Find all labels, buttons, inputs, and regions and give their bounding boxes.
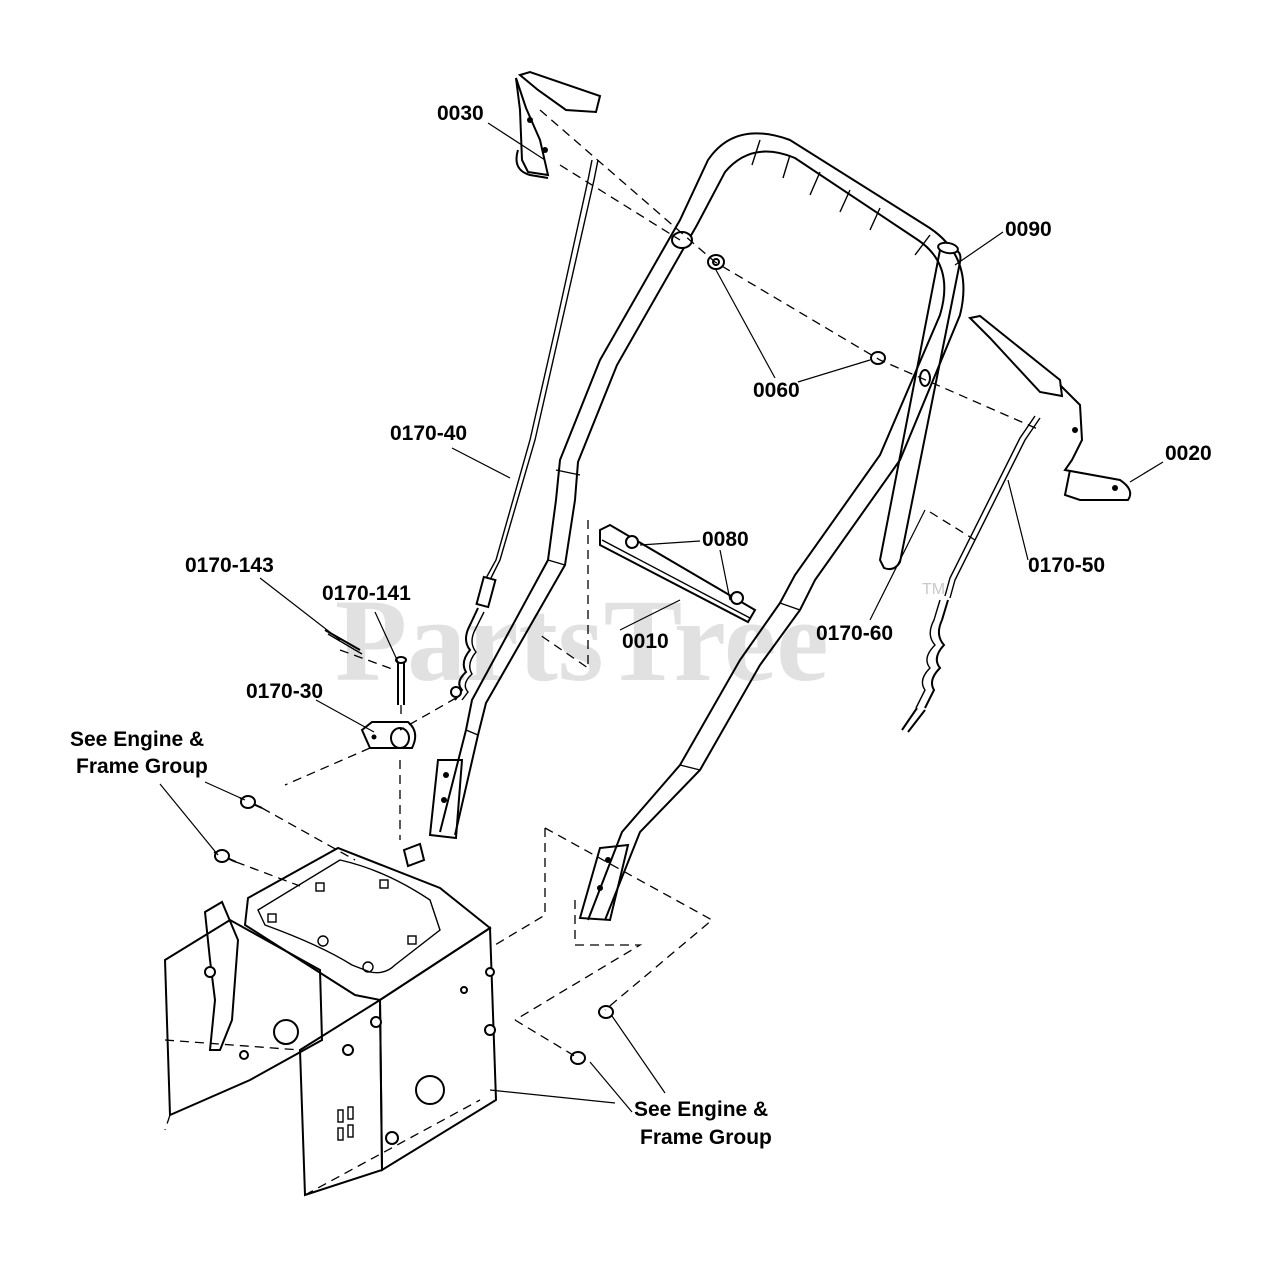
right-control-cable[interactable] xyxy=(901,415,1041,733)
callout-0080: 0080 xyxy=(702,528,749,551)
callout-0060: 0060 xyxy=(753,379,800,402)
left-control-lever[interactable] xyxy=(515,70,602,179)
callout-0170-143: 0170-143 xyxy=(185,554,274,577)
callout-0030: 0030 xyxy=(437,102,484,125)
callout-0090: 0090 xyxy=(1005,218,1052,241)
note-right-line1: See Engine & xyxy=(634,1098,768,1121)
callout-0170-30: 0170-30 xyxy=(246,680,323,703)
handle-grip[interactable] xyxy=(878,241,962,571)
left-control-cable[interactable] xyxy=(450,159,599,701)
right-control-lever[interactable] xyxy=(967,314,1132,501)
leader-lines xyxy=(159,122,1164,1113)
upper-handle[interactable] xyxy=(428,132,965,922)
callout-0170-141: 0170-141 xyxy=(322,582,411,605)
callout-0170-50: 0170-50 xyxy=(1028,554,1105,577)
cross-bracket[interactable] xyxy=(599,523,757,624)
assembly-lines xyxy=(164,109,1041,1196)
note-left-line2: Frame Group xyxy=(76,755,208,778)
callout-0010: 0010 xyxy=(622,630,669,653)
watermark: PartsTree xyxy=(335,575,829,706)
note-right-line2: Frame Group xyxy=(640,1126,772,1149)
note-left-line1: See Engine & xyxy=(70,728,204,751)
callout-0170-60: 0170-60 xyxy=(816,622,893,645)
frame-housing[interactable] xyxy=(163,842,498,1197)
callout-0020: 0020 xyxy=(1165,442,1212,465)
callout-0170-40: 0170-40 xyxy=(390,422,467,445)
watermark-tm: TM xyxy=(922,581,945,598)
